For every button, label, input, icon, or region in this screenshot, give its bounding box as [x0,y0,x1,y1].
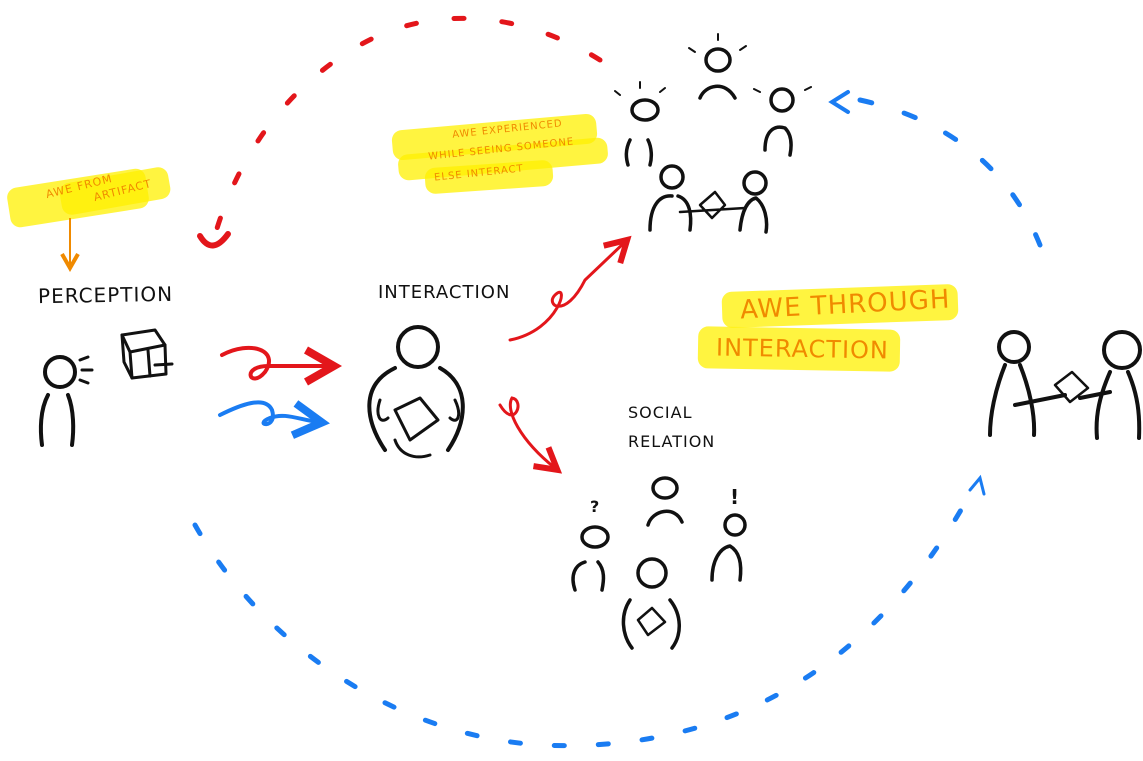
perception-label: PERCEPTION [37,281,174,309]
observers-group [614,33,812,234]
exclamation-mark: ! [730,485,739,509]
red-arrow-perception-to-interaction [220,345,330,379]
social-relation-label-2: RELATION [628,432,716,451]
red-loop-arrowhead [197,231,231,249]
blue-loop-arrowhead-top [828,90,850,114]
question-mark: ? [590,497,599,516]
blue-dotted-loop-top [857,97,1043,248]
blue-arrow-perception-to-interaction [218,402,318,424]
red-arrow-interaction-to-social [498,396,555,468]
awe-interaction-pair [988,330,1142,440]
awe-interaction-note-2: INTERACTION [715,333,890,365]
perception-person-figure [38,355,94,447]
interaction-label: INTERACTION [378,282,511,303]
social-relation-group [571,476,747,650]
perception-artifact-box [120,328,174,380]
blue-dotted-loop-bottom [192,482,978,749]
red-arrow-interaction-to-observers [508,242,625,342]
social-relation-label-1: SOCIAL [628,403,693,422]
interaction-person-figure [367,325,465,459]
blue-loop-arrowhead-right [968,474,986,496]
